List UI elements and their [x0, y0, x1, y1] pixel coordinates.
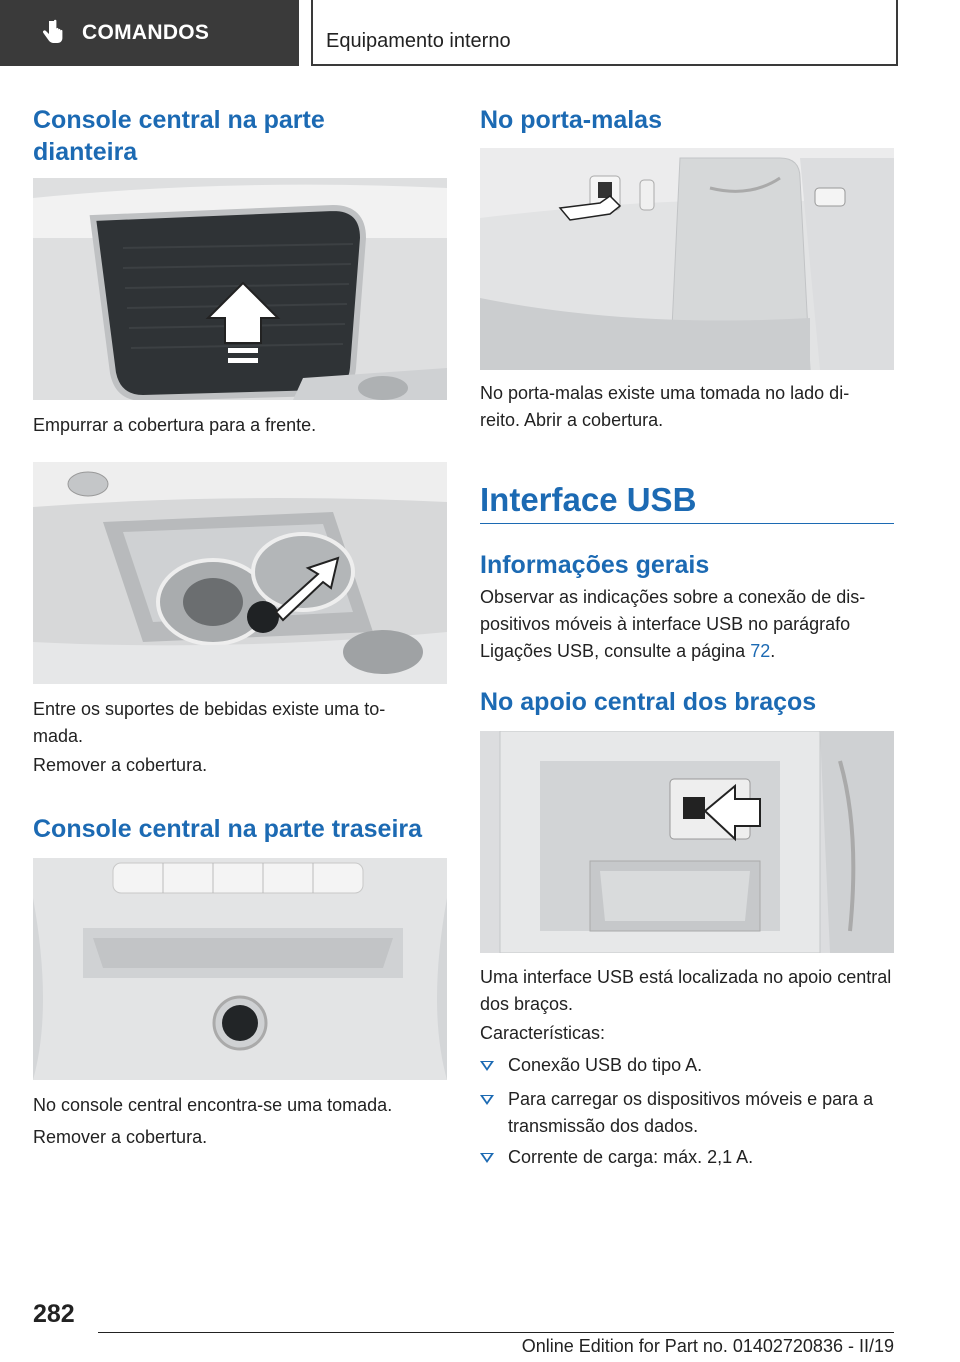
bullet-text: Para carregar os dispositivos móveis e p… [508, 1089, 874, 1136]
footer-rule [98, 1332, 894, 1333]
list-item: Para carregar os dispositivos móveis e p… [480, 1086, 894, 1140]
bullet-text: Conexão USB do tipo A. [508, 1055, 703, 1075]
triangle-bullet-icon [480, 1061, 494, 1071]
general-info-text: Observar as indicações sobre a conexão d… [480, 584, 890, 665]
general-info-body: Observar as indicações sobre a conexão d… [480, 587, 866, 661]
photo-rear-console-socket [33, 858, 447, 1080]
caption-cupholder: Entre os suportes de bebidas existe uma … [33, 699, 386, 746]
caption-push-cover: Empurrar a cobertura para a frente. [33, 415, 317, 435]
photo-front-console-cover [33, 178, 447, 400]
list-item: Corrente de carga: máx. 2,1 A. [480, 1144, 894, 1171]
photo-cupholder-socket [33, 462, 447, 684]
caption-trunk: No porta-malas existe uma tomada no lado… [480, 383, 850, 430]
page-link[interactable]: 72 [750, 641, 771, 661]
edition-note: Online Edition for Part no. 01402720836 … [521, 1336, 894, 1356]
caption-rear-socket: No console central encontra-se uma tomad… [33, 1095, 393, 1115]
heading-trunk: No porta-malas [480, 106, 662, 134]
heading-usb-interface: Interface USB [480, 481, 697, 518]
heading-general-info: Informações gerais [480, 551, 710, 579]
page-number: 282 [33, 1300, 75, 1328]
chapter-title: Equipamento interno [326, 30, 511, 52]
general-info-end: . [770, 641, 776, 661]
caption-armrest: Uma interface USB está localizada no apo… [480, 967, 892, 1014]
section-tab: COMANDOS [0, 0, 299, 66]
triangle-bullet-icon [480, 1153, 494, 1163]
heading-rule [480, 523, 894, 524]
heading-front-console: Console central na parte dianteira [33, 106, 325, 166]
section-title: COMANDOS [82, 21, 210, 44]
list-item: Conexão USB do tipo A. [480, 1052, 894, 1079]
photo-armrest-usb [480, 731, 894, 953]
chapter-tab: Equipamento interno [311, 0, 898, 66]
hand-pointer-icon [38, 18, 68, 48]
caption-remove-cover-2: Remover a cobertura. [33, 1127, 208, 1147]
triangle-bullet-icon [480, 1095, 494, 1105]
heading-armrest: No apoio central dos braços [480, 688, 817, 716]
features-label: Características: [480, 1023, 606, 1043]
heading-rear-console: Console central na parte traseira [33, 815, 423, 843]
bullet-text: Corrente de carga: máx. 2,1 A. [508, 1147, 754, 1167]
caption-remove-cover-1: Remover a cobertura. [33, 755, 208, 775]
photo-trunk-socket [480, 148, 894, 370]
